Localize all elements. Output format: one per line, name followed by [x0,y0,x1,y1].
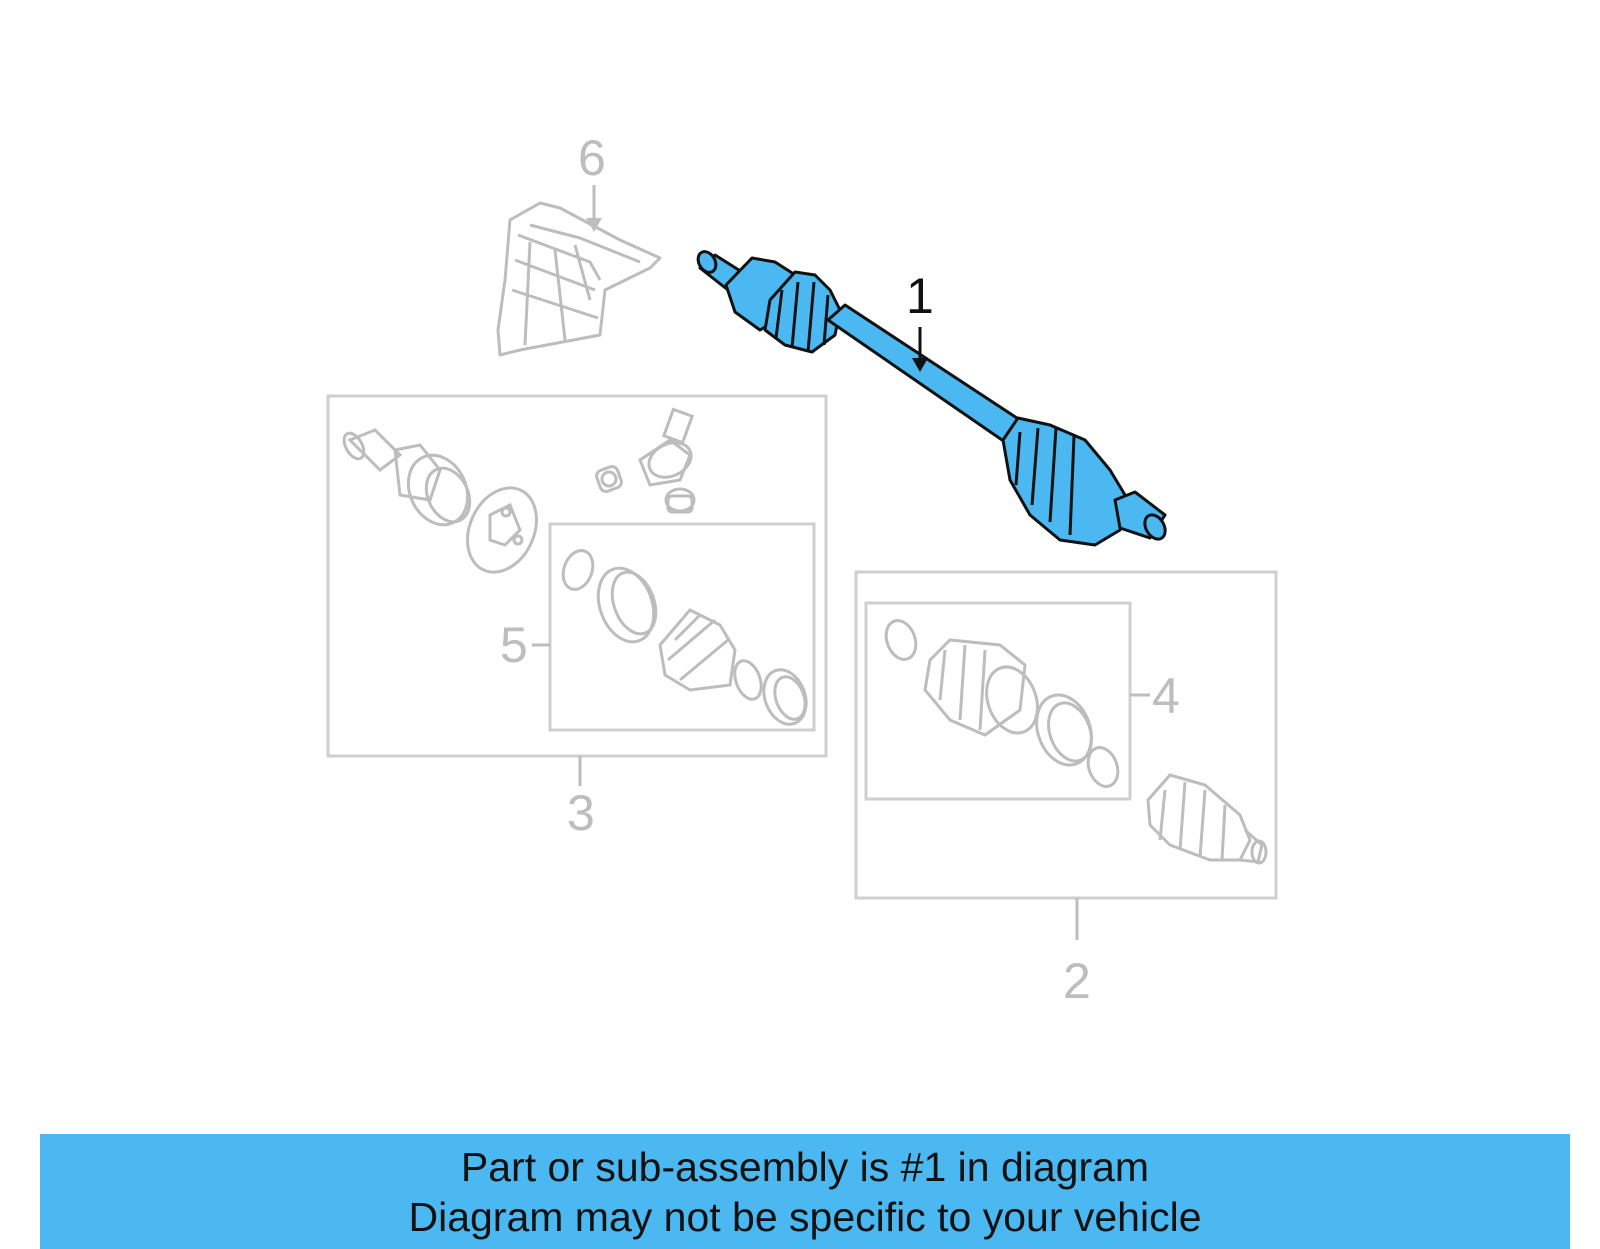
callout-5: 5 [500,617,528,673]
callout-6-arrowhead [586,218,602,232]
heat-shield-icon [496,201,662,357]
callout-1-arrowhead [912,358,928,372]
banner-line-2: Diagram may not be specific to your vehi… [408,1193,1202,1240]
axle-shaft-icon [696,250,1167,547]
banner-line-1: Part or sub-assembly is #1 in diagram [460,1143,1150,1190]
assembly-box-4 [864,601,1132,801]
callout-6: 6 [578,130,606,186]
callout-2: 2 [1063,953,1091,1009]
outer-cv-joint-icon [1146,773,1268,865]
callout-4: 4 [1152,668,1180,724]
inner-cv-joint-icon [342,407,696,574]
assembly-box-3 [326,394,828,758]
assembly-box-2 [854,570,1278,900]
callout-3: 3 [567,785,595,841]
callout-1: 1 [906,268,934,324]
info-banner: Part or sub-assembly is #1 in diagram Di… [40,1134,1570,1249]
inner-boot-kit-icon [561,549,808,726]
outer-boot-kit-icon [884,619,1120,788]
assembly-box-5 [548,522,816,732]
